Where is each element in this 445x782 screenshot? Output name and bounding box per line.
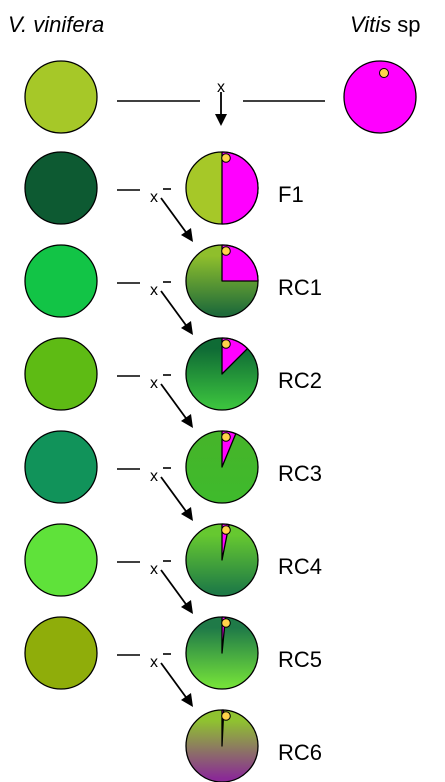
parent-cross-arrowhead: [215, 114, 227, 126]
recurrent-parent-circle: [24, 430, 98, 504]
recurrent-parent-circle: [24, 523, 98, 597]
cross-arrow: [160, 476, 189, 515]
wild-genome-wedge: [221, 151, 259, 225]
cross-arrow: [160, 197, 189, 236]
parent-right-title: Vitis sp: [350, 12, 421, 37]
recurrent-parent-circle: [24, 151, 98, 225]
generation-label: RC1: [278, 275, 322, 300]
cross-symbol: x: [150, 189, 158, 206]
generation-row-rc3: x RC3: [24, 430, 322, 521]
cross-arrowhead: [181, 228, 193, 242]
generation-label: RC5: [278, 647, 322, 672]
generation-row-rc4: x RC4: [24, 523, 322, 614]
cross-arrowhead: [181, 414, 193, 428]
recurrent-parent-circle: [24, 616, 98, 690]
pip-marker: [221, 618, 231, 628]
cross-arrowhead: [181, 600, 193, 614]
generation-row-rc5: x RC5: [24, 616, 322, 707]
generation-row-rc6: RC6: [185, 709, 322, 782]
vinifera-parent-circle: [24, 60, 98, 134]
recurrent-parent-circle: [24, 337, 98, 411]
cross-arrow: [160, 569, 189, 608]
generation-row-rc1: x RC1: [24, 244, 322, 335]
parent-cross-symbol: x: [217, 79, 225, 96]
cross-symbol: x: [150, 654, 158, 671]
cross-arrowhead: [181, 321, 193, 335]
cross-arrow: [160, 383, 189, 422]
parent-right-genus: Vitis: [350, 12, 391, 37]
pip-marker: [221, 246, 231, 256]
cross-symbol: x: [150, 468, 158, 485]
generation-row-f1: x F1: [24, 151, 304, 242]
pip-marker: [221, 525, 231, 535]
cross-arrow: [160, 290, 189, 329]
pip-marker: [221, 432, 231, 442]
cross-arrowhead: [181, 507, 193, 521]
parent-right-suffix: sp: [391, 12, 420, 37]
pip-marker: [221, 153, 231, 163]
cross-symbol: x: [150, 375, 158, 392]
generation-label: RC3: [278, 461, 322, 486]
pip-marker: [221, 711, 231, 721]
wild-genome-wedge: [221, 244, 259, 282]
pip-marker: [221, 339, 231, 349]
generation-label: RC2: [278, 368, 322, 393]
cross-arrow: [160, 662, 189, 701]
wild-parent-circle: [343, 60, 417, 134]
wild-parent: [343, 60, 417, 134]
parent-left-title: V. vinifera: [8, 12, 104, 37]
generation-row-rc2: x RC2: [24, 337, 322, 428]
generation-label: RC6: [278, 740, 322, 765]
wild-parent-pip: [379, 68, 389, 78]
recurrent-parent-circle: [24, 244, 98, 318]
generation-label: F1: [278, 182, 304, 207]
generation-label: RC4: [278, 554, 322, 579]
cross-symbol: x: [150, 282, 158, 299]
cross-symbol: x: [150, 561, 158, 578]
cross-arrowhead: [181, 693, 193, 707]
